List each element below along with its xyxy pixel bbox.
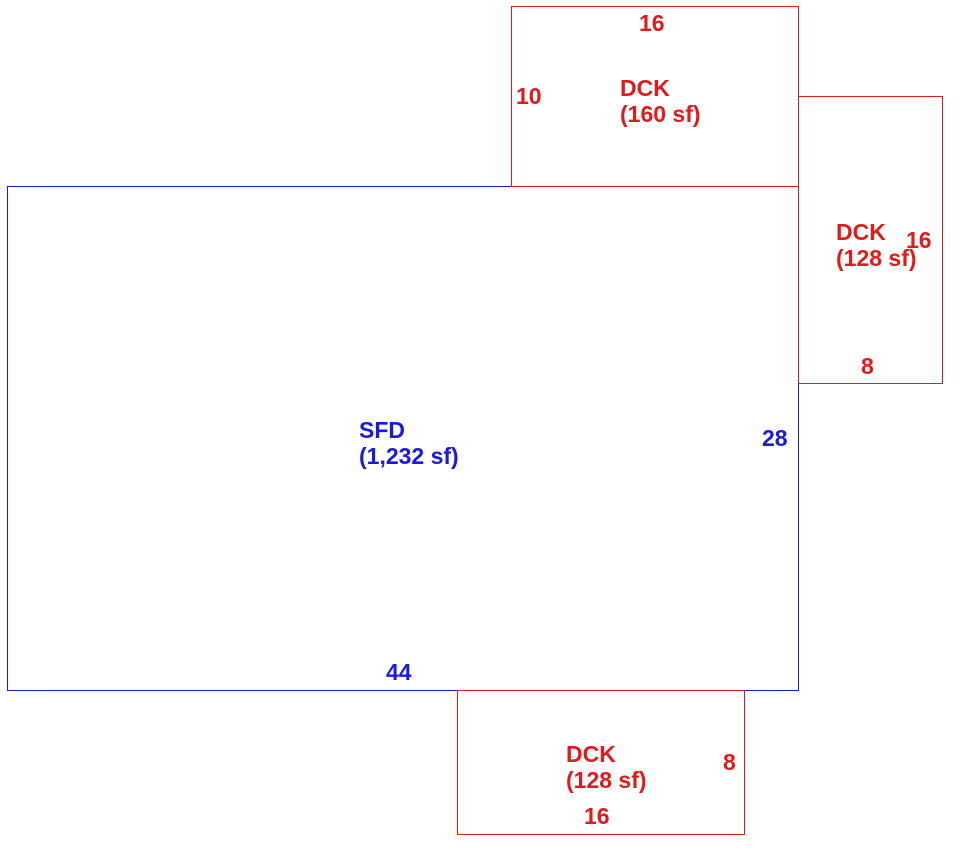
sfd-outline [7,186,799,691]
deck-bottom-label: DCK [566,741,616,767]
sfd-area: (1,232 sf) [359,443,459,469]
sfd-label: SFD [359,417,405,443]
deck-right-outline [798,96,943,384]
deck-top-label: DCK [620,75,670,101]
deck-bottom-dimension-bottom: 16 [584,803,610,829]
deck-bottom-dimension-side: 8 [723,749,736,775]
deck-right-label: DCK [836,219,886,245]
deck-right-dimension-side: 16 [906,227,932,253]
deck-bottom-area: (128 sf) [566,767,647,793]
sfd-dimension-bottom: 44 [386,659,412,685]
deck-top-area: (160 sf) [620,101,701,127]
deck-top-dimension-top: 16 [639,10,665,36]
sfd-dimension-right: 28 [762,425,788,451]
deck-top-dimension-left: 10 [516,83,542,109]
deck-right-dimension-bottom: 8 [861,353,874,379]
deck-bottom-outline [457,690,745,835]
deck-right-area: (128 sf) [836,245,917,271]
